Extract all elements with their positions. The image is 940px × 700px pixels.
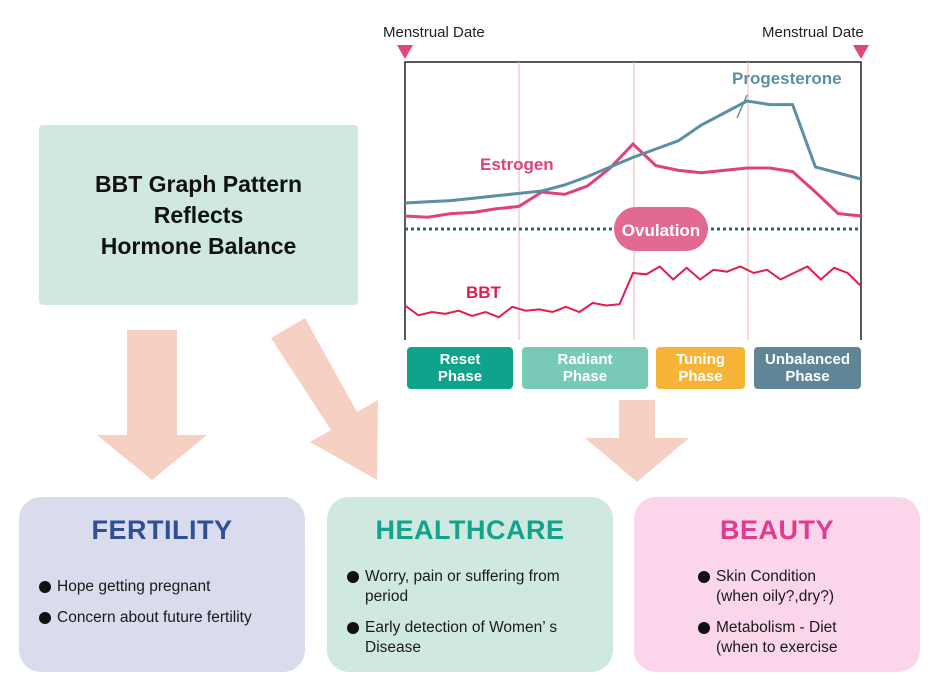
- progesterone-leader: [736, 94, 748, 119]
- ovulation-pill: [614, 207, 708, 251]
- bullet-icon: [39, 581, 51, 593]
- card-fertility: FERTILITY Hope getting pregnant Concern …: [19, 497, 305, 672]
- arrow-down-left: [97, 330, 207, 480]
- title-box: BBT Graph Pattern Reflects Hormone Balan…: [39, 125, 358, 305]
- bullet-icon: [698, 571, 710, 583]
- arrow-down-right: [585, 400, 689, 482]
- list-item: Metabolism - Diet (when to exercise: [696, 618, 910, 658]
- card-fertility-title: FERTILITY: [91, 515, 233, 545]
- estrogen-label: Estrogen: [480, 155, 554, 174]
- title-line-3: Hormone Balance: [100, 232, 297, 259]
- phase-unbalanced-line1: Unbalanced: [764, 351, 851, 368]
- bbt-line: [404, 265, 862, 319]
- list-item-text: Metabolism - Diet: [716, 619, 837, 636]
- chart-frame: [404, 61, 862, 340]
- arrow-shape: [585, 400, 689, 482]
- bullet-icon: [39, 612, 51, 624]
- phase-reset-line1: Reset: [439, 351, 481, 368]
- menstrual-date-right-label: Menstrual Date: [762, 24, 864, 41]
- ovulation-label: Ovulation: [622, 221, 700, 240]
- card-beauty: BEAUTY Skin Condition (when oily?,dry?) M…: [634, 497, 920, 672]
- list-item-text: Early detection of Women’ s: [365, 619, 558, 636]
- list-item: Concern about future fertility: [37, 608, 295, 628]
- list-item-subtext: (when to exercise: [716, 639, 838, 656]
- list-item: Worry, pain or suffering from period: [345, 567, 603, 607]
- card-beauty-list: Skin Condition (when oily?,dry?) Metaboli…: [696, 567, 910, 669]
- bbt-label: BBT: [466, 283, 502, 302]
- title-text: BBT Graph Pattern Reflects Hormone Balan…: [95, 169, 302, 262]
- card-fertility-list: Hope getting pregnant Concern about futu…: [37, 577, 295, 639]
- phase-radiant-line2: Phase: [562, 368, 608, 385]
- estrogen-line: [404, 141, 862, 219]
- card-beauty-title: BEAUTY: [719, 515, 834, 545]
- progesterone-line: [404, 99, 862, 205]
- phase-tuning-line2: Phase: [678, 368, 723, 385]
- bullet-icon: [347, 571, 359, 583]
- phase-radiant-line1: Radiant: [557, 351, 613, 368]
- list-item-subtext: Disease: [365, 639, 421, 656]
- list-item-text: Hope getting pregnant: [57, 578, 211, 595]
- list-item-text: Concern about future fertility: [57, 609, 252, 626]
- menstrual-date-left-label: Menstrual Date: [383, 24, 485, 41]
- arrow-shape: [271, 318, 378, 480]
- list-item: Skin Condition (when oily?,dry?): [696, 567, 910, 607]
- arrow-diagonal: [265, 318, 390, 483]
- list-item: Early detection of Women’ s Disease: [345, 618, 603, 658]
- progesterone-label: Progesterone: [732, 69, 842, 88]
- card-healthcare: HEALTHCARE Worry, pain or suffering from…: [327, 497, 613, 672]
- list-item-subtext: period: [365, 588, 409, 605]
- list-item-text: Skin Condition: [716, 568, 816, 585]
- card-healthcare-list: Worry, pain or suffering from period Earl…: [345, 567, 603, 669]
- hormone-chart: Estrogen Progesterone BBT Ovulation: [397, 45, 869, 340]
- phase-tuning-line1: Tuning: [676, 351, 725, 368]
- menstrual-marker-right: [853, 45, 869, 59]
- list-item-text: Worry, pain or suffering from: [365, 568, 560, 585]
- menstrual-marker-left: [397, 45, 413, 59]
- list-item: Hope getting pregnant: [37, 577, 295, 597]
- phase-unbalanced-line2: Phase: [785, 368, 830, 385]
- list-item-subtext: (when oily?,dry?): [716, 588, 835, 605]
- arrow-shape: [97, 330, 207, 480]
- bullet-icon: [347, 622, 359, 634]
- bullet-icon: [698, 622, 710, 634]
- title-line-2: Reflects: [153, 201, 244, 228]
- title-line-1: BBT Graph Pattern: [94, 170, 303, 197]
- phase-reset-line2: Phase: [437, 368, 483, 385]
- card-healthcare-title: HEALTHCARE: [375, 515, 565, 545]
